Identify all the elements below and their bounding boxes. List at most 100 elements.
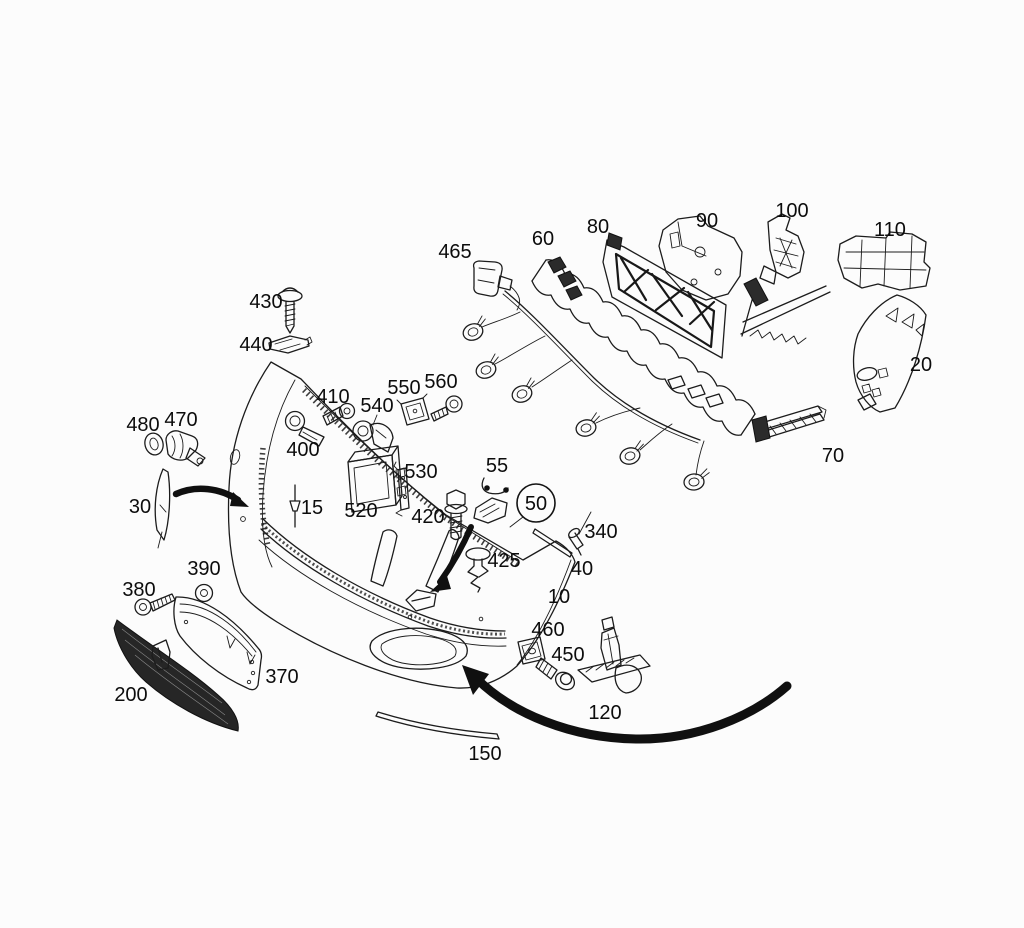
part-90-absorber-bracket bbox=[658, 215, 743, 301]
clip-460-outline bbox=[517, 636, 546, 665]
part-label-120: 120 bbox=[588, 702, 621, 724]
fascia-20-foot bbox=[857, 393, 877, 411]
part-label-420: 420 bbox=[411, 506, 444, 528]
flange-hole bbox=[229, 449, 241, 465]
carrier-support-rails bbox=[740, 277, 831, 345]
part-100-side-bracket bbox=[759, 213, 805, 285]
bolt-410-shank bbox=[322, 406, 344, 426]
part-label-20: 20 bbox=[910, 354, 932, 376]
plate-bracket-hole-2 bbox=[250, 670, 256, 676]
part-560-screw bbox=[430, 395, 463, 422]
fascia-20-lamp-detail bbox=[856, 367, 878, 381]
wire-55-connector-1 bbox=[484, 485, 490, 491]
part-label-400: 400 bbox=[286, 439, 319, 461]
grille-opening-hatch-left bbox=[258, 447, 271, 547]
trim-30-outline bbox=[154, 468, 171, 541]
part-530-bracket-strip bbox=[393, 461, 410, 517]
plate-bracket-notches bbox=[226, 635, 256, 665]
frame-80-inner bbox=[614, 252, 716, 349]
bracket-90-hole-3 bbox=[690, 278, 698, 286]
parking-sensor-1 bbox=[458, 314, 492, 344]
part-label-460: 460 bbox=[531, 619, 564, 641]
screw-380-threads bbox=[152, 594, 172, 610]
rivet-400-arm-line bbox=[302, 431, 318, 441]
part-420-bolt bbox=[444, 489, 468, 541]
part-label-560: 560 bbox=[424, 371, 457, 393]
bracket-120-base bbox=[577, 654, 651, 683]
harness-branches bbox=[481, 311, 705, 476]
part-540-sensor bbox=[352, 414, 394, 453]
parking-sensor-3 bbox=[507, 376, 541, 406]
clip-425-stem bbox=[467, 558, 489, 593]
bracket-70-hatch bbox=[769, 413, 817, 435]
screw-380-head-inner bbox=[139, 603, 147, 611]
sensor-470-body bbox=[165, 430, 199, 461]
part-label-100: 100 bbox=[775, 200, 808, 222]
grommet-390-inner bbox=[200, 589, 208, 597]
lower-bar-line bbox=[258, 539, 507, 647]
absorber-end-caps bbox=[531, 259, 756, 436]
part-340-rivet-pin bbox=[568, 511, 592, 556]
grommet-390-outer bbox=[194, 583, 214, 603]
part-label-60: 60 bbox=[532, 228, 554, 250]
part-label-520: 520 bbox=[344, 500, 377, 522]
clip-550-outline bbox=[400, 397, 430, 426]
frame-80-top-block bbox=[606, 232, 623, 251]
lower-grille-bracket bbox=[151, 639, 171, 671]
sensor-540-inner bbox=[357, 425, 369, 437]
screw-560-shank bbox=[430, 406, 449, 422]
part-425-clip bbox=[465, 547, 491, 593]
rivet-400-head-inner bbox=[289, 415, 301, 427]
callout-circle-50 bbox=[516, 483, 556, 523]
clip-425-cap bbox=[465, 547, 491, 561]
part-label-80: 80 bbox=[587, 216, 609, 238]
clip-550-inner bbox=[396, 393, 428, 421]
chrome-strip-texture bbox=[260, 522, 506, 636]
bracket-70-end-block bbox=[751, 415, 771, 443]
pointer-arrowhead-30 bbox=[230, 492, 249, 507]
part-label-470: 470 bbox=[164, 409, 197, 431]
part-460-clip-nut bbox=[517, 636, 546, 665]
bracket-100-lattice bbox=[773, 237, 799, 269]
screw-450-threads bbox=[538, 659, 553, 676]
foam-110-outline bbox=[837, 231, 931, 291]
part-30-trim-strip bbox=[154, 468, 171, 549]
bracket-100-outline bbox=[767, 213, 805, 279]
part-label-530: 530 bbox=[404, 461, 437, 483]
bracket-465-wire bbox=[509, 285, 521, 311]
sensor-470-cone bbox=[185, 447, 206, 467]
strip-530-hole-2 bbox=[403, 495, 407, 499]
part-label-390: 390 bbox=[187, 558, 220, 580]
part-440-clip-nut bbox=[268, 335, 313, 354]
part-label-150: 150 bbox=[468, 743, 501, 765]
parking-sensor-4 bbox=[572, 411, 605, 439]
part-20-side-fascia-section bbox=[852, 294, 927, 413]
part-label-10: 10 bbox=[548, 586, 570, 608]
part-label-50: 50 bbox=[525, 493, 547, 515]
part-label-450: 450 bbox=[551, 644, 584, 666]
callout-50-leader bbox=[509, 516, 524, 528]
bracket-120-tab bbox=[601, 616, 615, 631]
plate-bracket-inner-lines bbox=[179, 603, 257, 657]
part-label-410: 410 bbox=[316, 386, 349, 408]
trim-30-detail bbox=[157, 504, 167, 549]
part-label-430: 430 bbox=[249, 291, 282, 313]
rivet-400-arm bbox=[298, 426, 325, 447]
clip-460-inner bbox=[521, 641, 542, 661]
grille-trim-strip-left bbox=[370, 529, 398, 587]
part-label-70: 70 bbox=[822, 445, 844, 467]
bracket-120-boss bbox=[614, 664, 642, 694]
part-550-clip-nut bbox=[396, 393, 430, 426]
part-label-440: 440 bbox=[239, 334, 272, 356]
frame-80-braces bbox=[619, 256, 716, 332]
part-50-washer-cover bbox=[473, 497, 508, 524]
pointer-arrowhead-swoosh bbox=[462, 665, 489, 695]
bumper-right-edge-inner-line bbox=[516, 559, 572, 666]
plate-bracket-hole-1 bbox=[249, 659, 255, 665]
pointer-arrowhead-50 bbox=[430, 576, 451, 592]
part-15-pin bbox=[289, 484, 301, 528]
part-70-mounting-bracket bbox=[751, 405, 827, 443]
part-label-425: 425 bbox=[487, 550, 520, 572]
part-150-trim-strip bbox=[375, 711, 500, 740]
